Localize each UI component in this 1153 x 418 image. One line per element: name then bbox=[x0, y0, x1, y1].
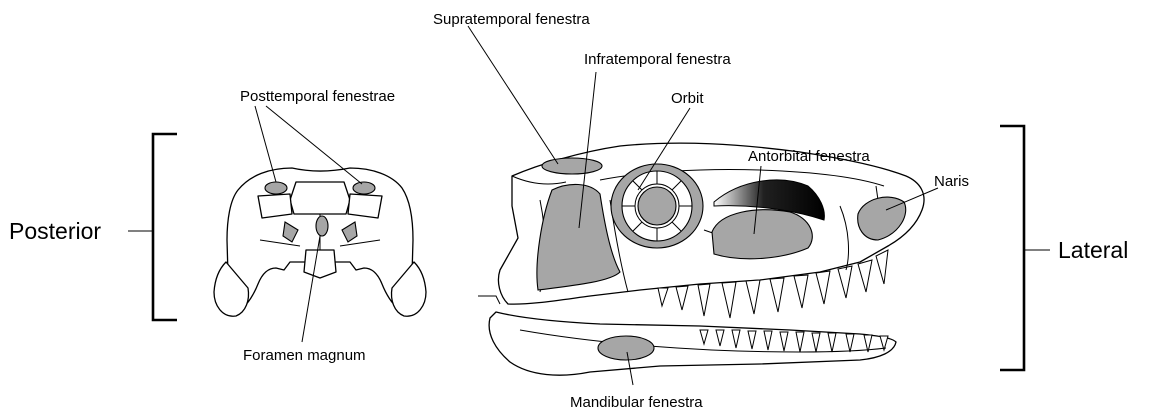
posttemporal-fenestrae-label: Posttemporal fenestrae bbox=[240, 88, 395, 105]
antorbital-fenestra-label: Antorbital fenestra bbox=[748, 148, 870, 165]
foramen-magnum-shape bbox=[316, 216, 328, 236]
posttemporal-fenestra-left bbox=[265, 182, 287, 194]
lateral-skull bbox=[478, 143, 924, 375]
posterior-bracket bbox=[153, 134, 177, 320]
supratemporal-fenestra-shape bbox=[542, 158, 602, 174]
mandibular-fenestra-label: Mandibular fenestra bbox=[570, 394, 703, 411]
naris-label: Naris bbox=[934, 173, 969, 190]
posttemporal-fenestra-right bbox=[353, 182, 375, 194]
sclerotic-ring-center bbox=[638, 187, 676, 225]
lateral-label: Lateral bbox=[1058, 237, 1128, 263]
mandibular-fenestra-shape bbox=[598, 336, 654, 360]
infratemporal-fenestra-label: Infratemporal fenestra bbox=[584, 51, 731, 68]
antorbital-fenestra-shape bbox=[712, 210, 812, 259]
orbit-label: Orbit bbox=[671, 90, 704, 107]
lateral-bracket bbox=[1000, 126, 1024, 370]
posterior-label: Posterior bbox=[9, 218, 101, 244]
posterior-skull bbox=[214, 168, 426, 316]
supratemporal-fenestra-label: Supratemporal fenestra bbox=[433, 11, 590, 28]
foramen-magnum-label: Foramen magnum bbox=[243, 347, 366, 364]
